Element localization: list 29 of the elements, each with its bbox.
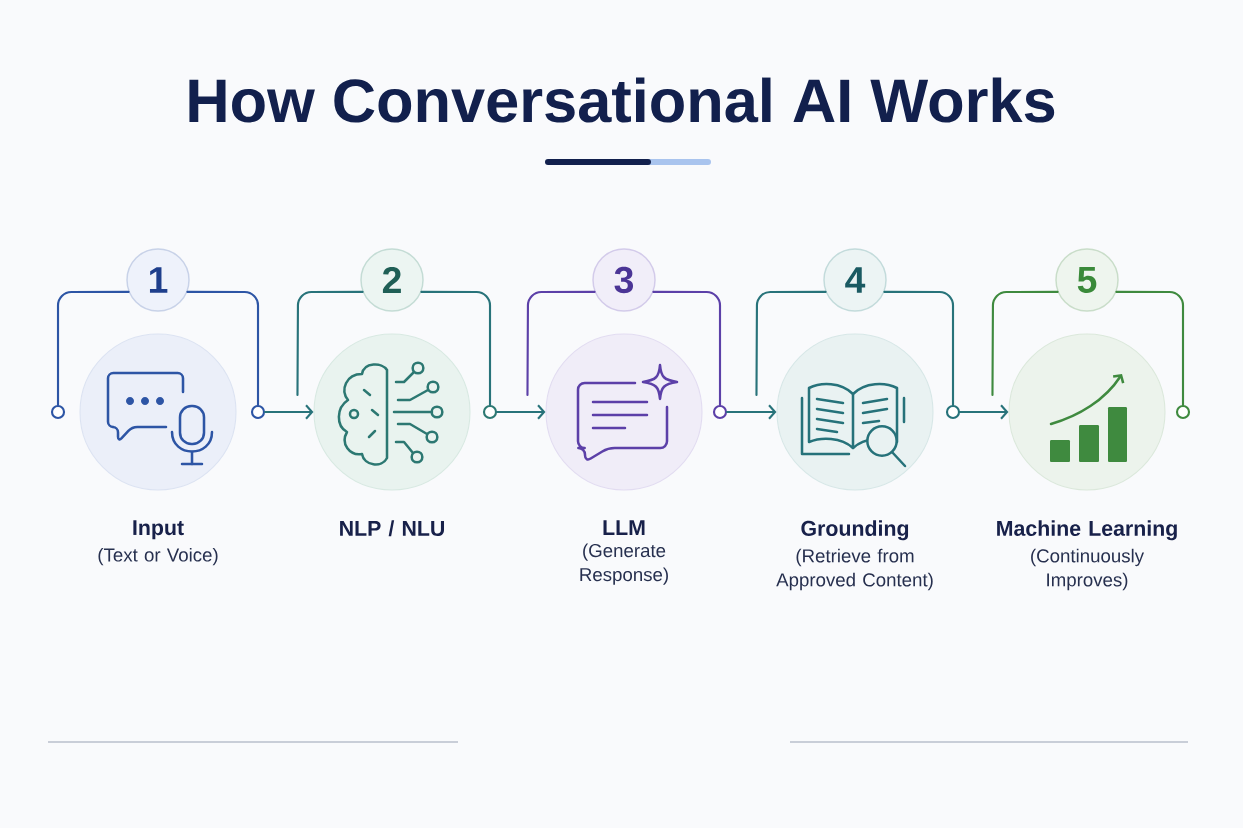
step-description: (Retrieve from Approved Content) bbox=[776, 548, 933, 591]
connector-line bbox=[56, 290, 130, 406]
connector-line bbox=[296, 290, 364, 397]
step-description: (Continuously Improves) bbox=[1031, 548, 1144, 591]
connector-line bbox=[991, 290, 1059, 397]
number-badge: 4 bbox=[823, 248, 887, 312]
arrow bbox=[959, 404, 1009, 420]
step-title: Grounding bbox=[801, 520, 909, 541]
connector-line bbox=[186, 290, 260, 406]
step-title: LLM bbox=[603, 520, 645, 535]
connector-line bbox=[883, 290, 955, 406]
step-description: (Generate Response) bbox=[580, 543, 668, 585]
step-description: (Text or Voice) bbox=[98, 547, 218, 566]
arrow bbox=[726, 404, 777, 420]
number-badge: 3 bbox=[592, 248, 656, 312]
step-title: NLP / NLU bbox=[340, 520, 444, 537]
arrow bbox=[264, 404, 314, 420]
connector-line bbox=[652, 290, 722, 406]
number-badge: 2 bbox=[360, 248, 424, 312]
step-title: Input bbox=[133, 520, 184, 540]
connector-line bbox=[526, 290, 596, 397]
step-title: Machine Learning bbox=[997, 520, 1177, 541]
arrow bbox=[496, 404, 546, 420]
number-badge: 5 bbox=[1055, 248, 1119, 312]
connector-line bbox=[420, 290, 492, 406]
connector-line bbox=[1115, 290, 1185, 406]
number-badge: 1 bbox=[126, 248, 190, 312]
title: How Conversational AI Works bbox=[189, 77, 1055, 123]
connector-line bbox=[755, 290, 827, 397]
